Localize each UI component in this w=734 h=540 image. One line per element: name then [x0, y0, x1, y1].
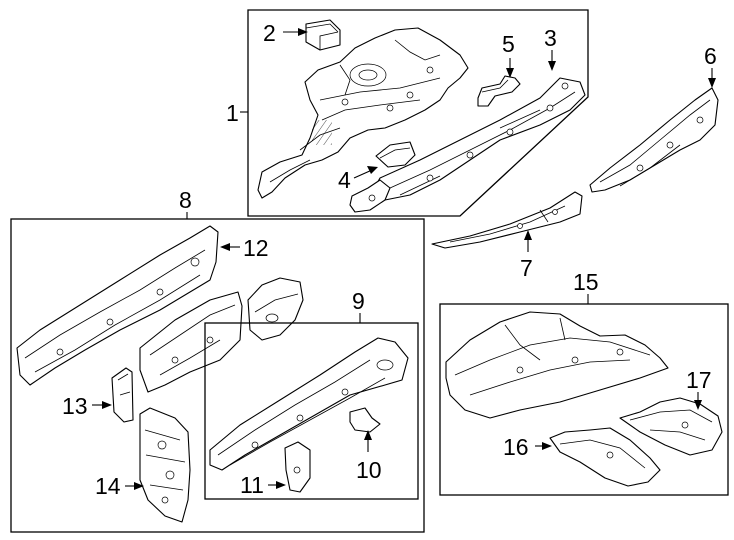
part-8-inner-bracket [139, 291, 243, 393]
callout-7: 7 [520, 255, 533, 281]
part-7-crossmember [431, 191, 583, 249]
part-9-rail [209, 337, 409, 471]
part-2-bracket [305, 19, 341, 51]
callout-17: 17 [686, 367, 712, 393]
callout-6: 6 [704, 43, 717, 69]
group-box-9 [204, 322, 419, 500]
callout-15: 15 [573, 269, 599, 295]
callout-13: 13 [62, 393, 88, 419]
part-6-side-rail [589, 87, 719, 193]
part-11-bracket [284, 441, 311, 493]
part-16-rail [549, 427, 661, 487]
part-10-bracket [349, 407, 381, 433]
callout-9: 9 [352, 288, 365, 314]
part-1-lower-bracket [349, 179, 391, 213]
leader-lines [92, 28, 716, 490]
part-14-panel [139, 407, 191, 523]
part-15-floor-section [445, 311, 669, 419]
callout-1: 1 [226, 100, 239, 126]
part-5-bracket [477, 75, 521, 107]
callout-16: 16 [503, 434, 529, 460]
callout-5: 5 [502, 31, 515, 57]
part-13-plate [111, 367, 134, 423]
callout-8: 8 [179, 187, 192, 213]
part-4-bracket [375, 141, 416, 168]
part-8-rail [16, 225, 219, 386]
callout-3: 3 [544, 25, 557, 51]
callout-14: 14 [95, 473, 121, 499]
group-box-15 [439, 303, 729, 496]
callout-2: 2 [263, 20, 276, 46]
group-box-8 [10, 218, 425, 533]
part-3-rail [371, 77, 586, 201]
callout-12: 12 [243, 235, 269, 261]
part-17-rail [619, 397, 723, 456]
part-1-floor-pan [257, 27, 469, 199]
callout-4: 4 [338, 167, 351, 193]
part-12-bracket [247, 277, 304, 341]
callout-11: 11 [240, 472, 264, 498]
group-box-1 [247, 9, 589, 217]
callout-10: 10 [356, 457, 382, 483]
